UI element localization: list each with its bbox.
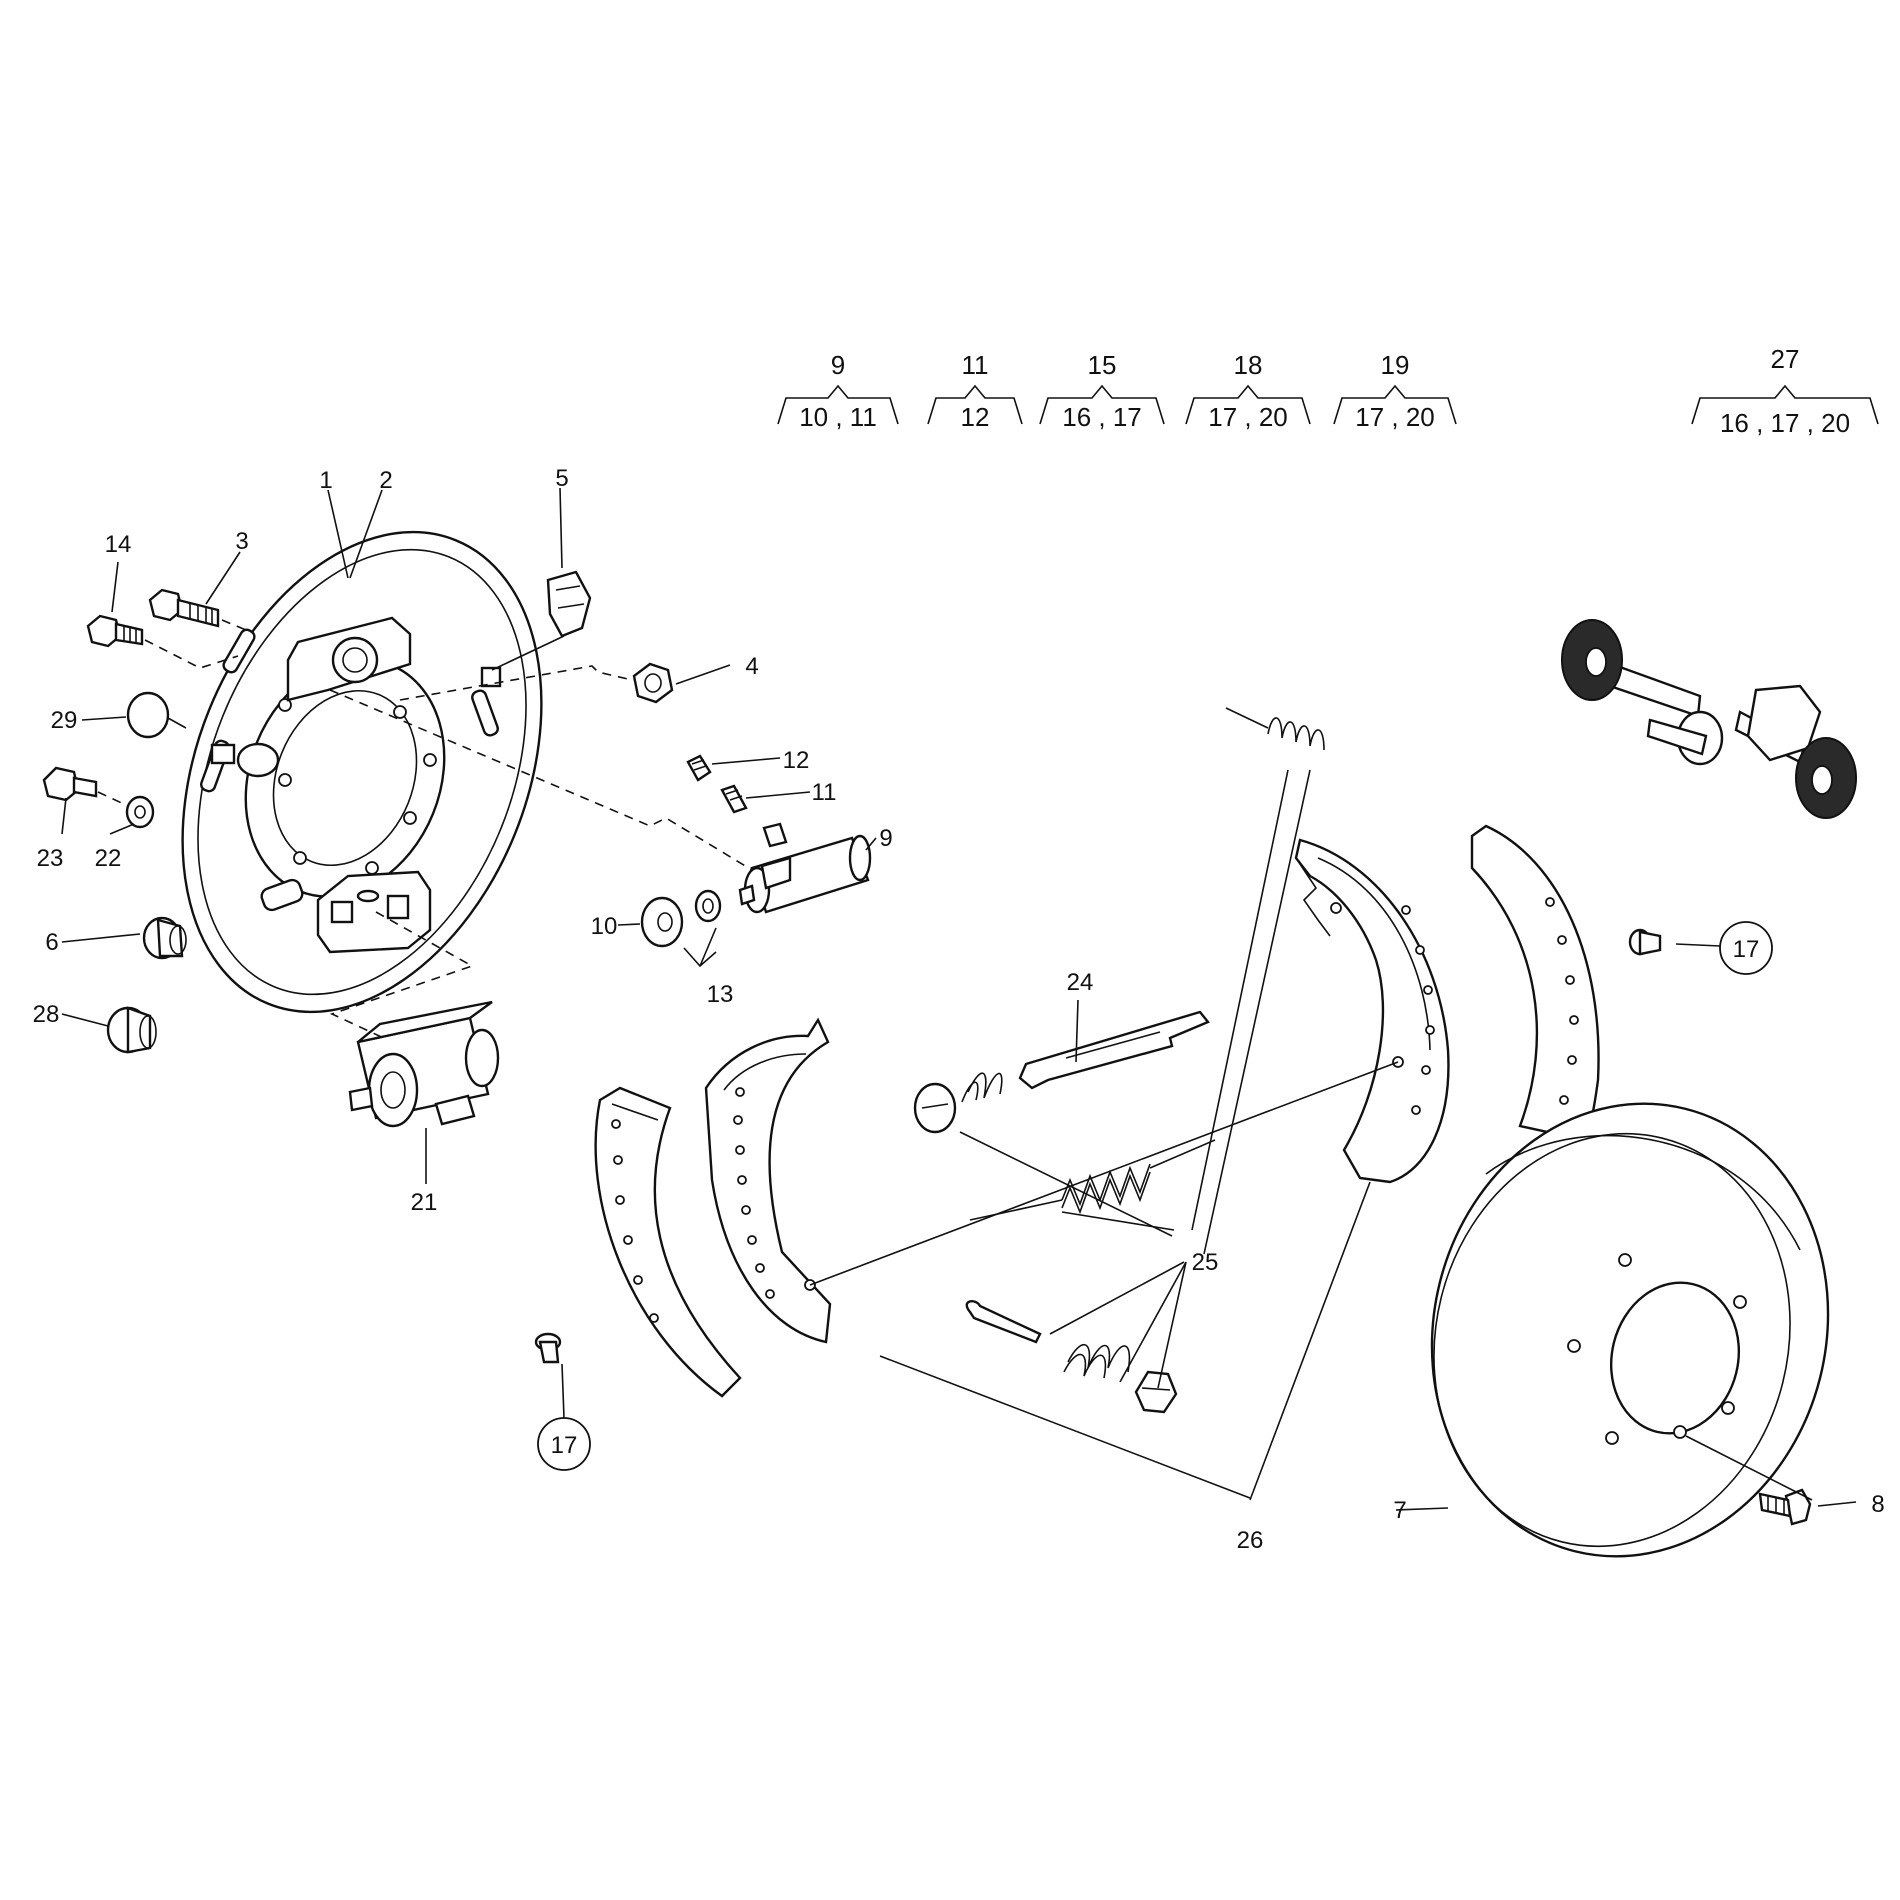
brake-lining-left [594, 1086, 742, 1398]
wheel-cylinder-21 [348, 1000, 500, 1128]
callout-2: 2 [379, 467, 392, 494]
callout-17-right-label: 17 [1733, 936, 1760, 963]
nut-4 [632, 662, 674, 704]
group-children-label: 16 , 17 , 20 [1720, 408, 1850, 438]
callout-4: 4 [745, 653, 758, 680]
callout-3: 3 [235, 528, 248, 555]
bleeder-cap-12 [686, 754, 712, 782]
group-header-15: 15 16 , 17 [1039, 350, 1165, 432]
group-children-label: 17 , 20 [1208, 402, 1288, 432]
washer-13 [694, 889, 722, 923]
brake-shoe-left [704, 1017, 832, 1344]
dashed-line-cylinder-21 [329, 911, 474, 1041]
washer-22 [125, 795, 155, 829]
group-children-label: 17 , 20 [1355, 402, 1435, 432]
brake-lining-right [1470, 824, 1600, 1142]
callout-28: 28 [33, 1001, 60, 1028]
dashed-line-cylinder-9 [329, 689, 753, 871]
callout-26: 26 [1237, 1527, 1264, 1554]
bolt-14 [86, 614, 144, 648]
group-parent-label: 19 [1381, 350, 1410, 380]
backing-plate [181, 530, 543, 1014]
group-parent-label: 18 [1234, 350, 1263, 380]
bleeder-screw-11 [720, 784, 748, 814]
leader-lines [61, 487, 1857, 1511]
stud-bolt-3 [148, 588, 220, 628]
rivet-17-left [534, 1332, 562, 1364]
callout-5: 5 [555, 465, 568, 492]
boot-10 [640, 896, 684, 948]
group-parent-label: 15 [1088, 350, 1117, 380]
callout-22: 22 [95, 845, 122, 872]
dashed-line-3 [221, 619, 247, 631]
group-header-18: 18 17 , 20 [1185, 350, 1311, 432]
group-parent-label: 27 [1771, 344, 1800, 374]
group-header-9: 9 10 , 11 [777, 350, 899, 432]
dashed-line-nut-4 [399, 665, 633, 701]
brake-drum-7 [1430, 1102, 1830, 1558]
callout-9: 9 [879, 825, 892, 852]
group-children-label: 16 , 17 [1062, 402, 1142, 432]
plug-29 [126, 691, 170, 739]
callout-17-right: 17 [1719, 921, 1773, 975]
return-spring [1225, 707, 1325, 751]
axle-assembly-27 [1561, 619, 1857, 819]
bushing-28 [106, 1006, 157, 1054]
callout-24: 24 [1067, 969, 1094, 996]
callout-6: 6 [45, 929, 58, 956]
callout-12: 12 [783, 747, 810, 774]
callout-17-left-label: 17 [551, 1432, 578, 1459]
callout-17-left: 17 [537, 1417, 591, 1471]
brake-shoe-right [1294, 838, 1450, 1184]
group-header-19: 19 17 , 20 [1333, 350, 1457, 432]
callout-23: 23 [37, 845, 64, 872]
clip-5 [546, 570, 592, 638]
wheel-cylinder-9 [738, 822, 872, 914]
callout-7: 7 [1393, 1497, 1406, 1524]
bolt-23 [42, 766, 98, 802]
rivet-17-right [1628, 928, 1662, 956]
dashed-line-14 [144, 639, 239, 669]
dashed-line-23 [97, 791, 129, 807]
callout-14: 14 [105, 531, 132, 558]
group-header-11: 11 12 [927, 350, 1023, 432]
callout-11: 11 [812, 779, 837, 806]
group-parent-label: 9 [831, 350, 845, 380]
callout-13: 13 [707, 981, 734, 1008]
group-header-27: 27 16 , 17 , 20 [1691, 344, 1879, 438]
callout-29: 29 [51, 707, 78, 734]
grommet-6 [142, 916, 187, 960]
spring-hardware-25 [913, 1072, 1216, 1414]
callout-8: 8 [1871, 1491, 1884, 1518]
callout-25: 25 [1192, 1249, 1219, 1276]
callout-21: 21 [411, 1189, 438, 1216]
adjuster-rod [809, 1061, 1399, 1286]
group-parent-label: 11 [962, 350, 989, 380]
screw-8 [1758, 1488, 1812, 1526]
group-children-label: 10 , 11 [799, 402, 877, 432]
callout-1: 1 [319, 467, 332, 494]
group-children-label: 12 [961, 402, 990, 432]
callout-10: 10 [591, 913, 618, 940]
strut-24 [1018, 1010, 1210, 1090]
